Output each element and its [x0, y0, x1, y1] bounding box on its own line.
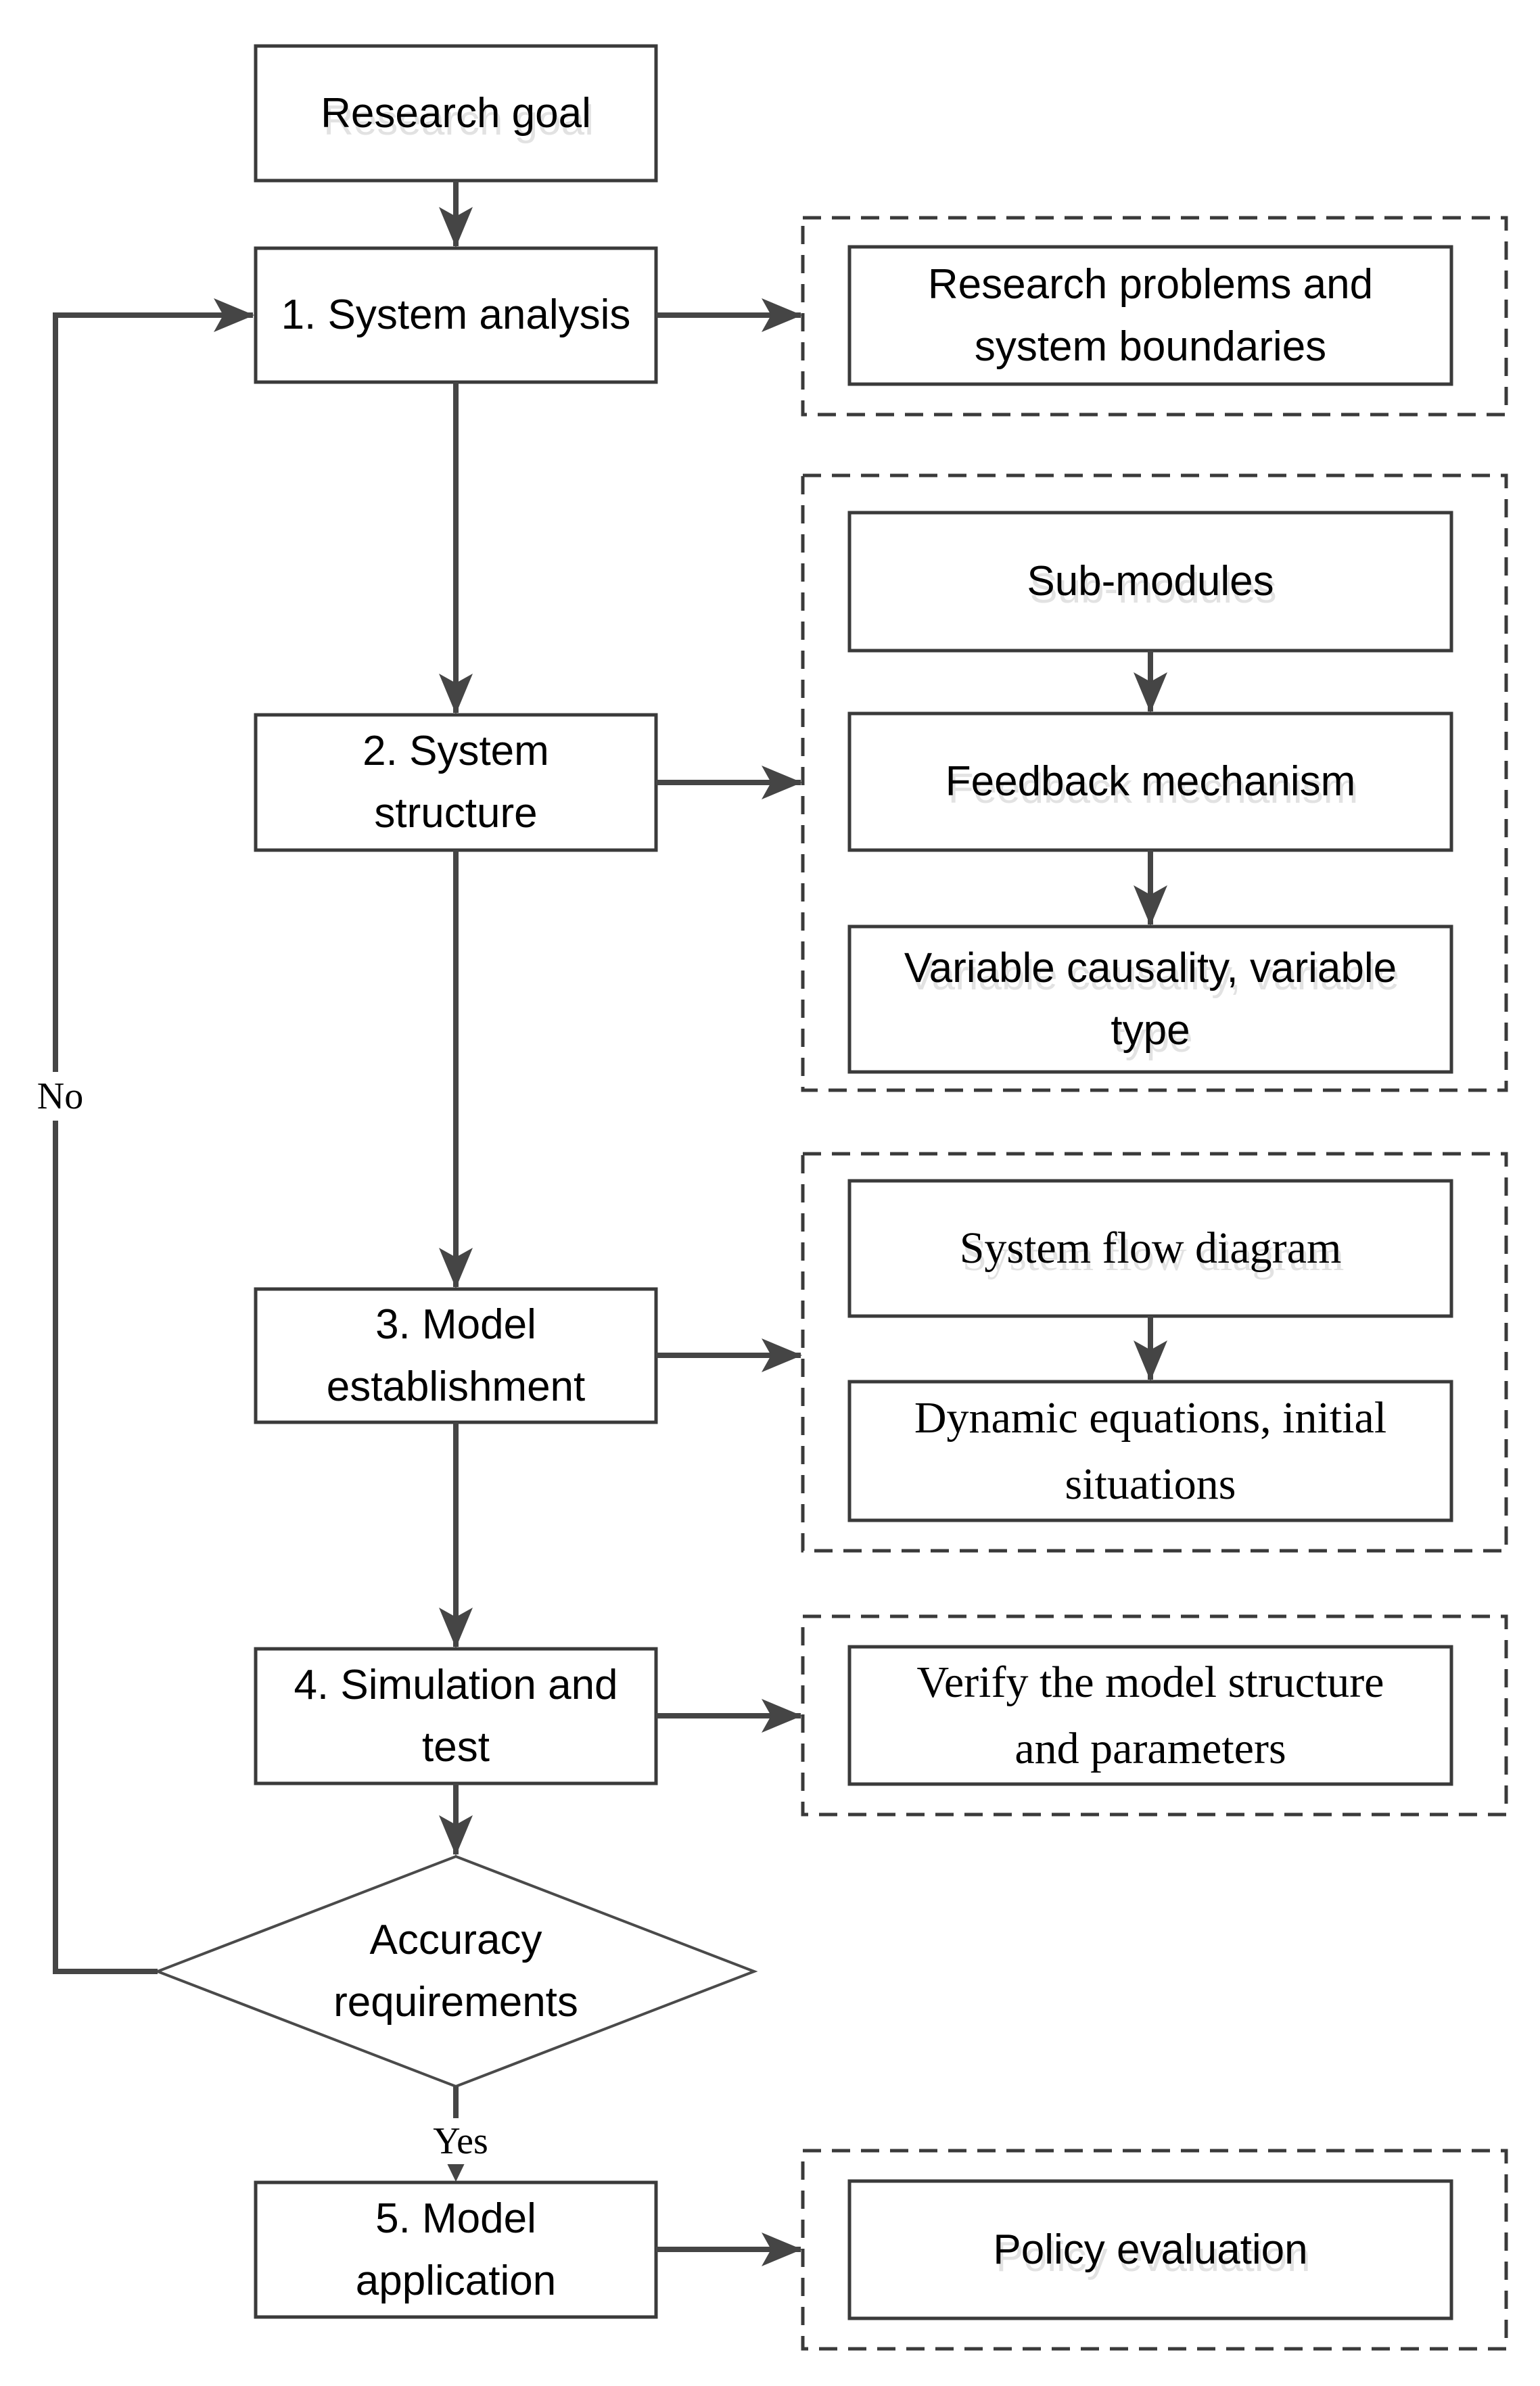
model-application-label: 5. Model application [355, 2195, 557, 2304]
dashed-group-structure [801, 473, 1508, 1092]
verify-model-box [847, 1645, 1453, 1786]
dynamic-equations-box [847, 1380, 1453, 1522]
sub-modules-box [847, 511, 1453, 653]
dashed-group-analysis [801, 216, 1508, 417]
system-structure-label: 2. System structure [363, 728, 549, 837]
research-problems-box [847, 245, 1453, 386]
system-flow-diagram-label: System flow diagram [959, 1223, 1342, 1273]
accuracy-decision-label: Accuracy requirements [333, 1917, 578, 2026]
simulation-test-label: 4. Simulation and test [294, 1661, 618, 1771]
variable-causality-label: Variable causality, variable type [904, 944, 1397, 1054]
no-edge-label: No [26, 1072, 95, 1121]
dashed-group-application [801, 2149, 1508, 2351]
variable-causality-box [847, 925, 1453, 1074]
system-structure-box [254, 713, 658, 852]
research-goal-label: Research goal [321, 89, 591, 137]
policy-evaluation-box [847, 2179, 1453, 2320]
dynamic-equations-label: Dynamic equations, initial situations [914, 1393, 1387, 1509]
dashed-group-establishment [801, 1152, 1508, 1553]
simulation-test-box [254, 1647, 658, 1785]
feedback-mechanism-box [847, 711, 1453, 852]
feedback-mechanism-label: Feedback mechanism [945, 758, 1356, 805]
research-goal-box [254, 44, 658, 183]
model-application-box [254, 2180, 658, 2319]
verify-model-label: Verify the model structure and parameter… [916, 1657, 1384, 1773]
model-establishment-label: 3. Model establishment [326, 1301, 586, 1410]
policy-evaluation-label: Policy evaluation [993, 2226, 1308, 2273]
dashed-group-test [801, 1614, 1508, 1817]
sub-modules-label: Sub-modules [1027, 558, 1274, 605]
no-branch-loop-line [53, 298, 254, 1974]
research-problems-label: Research problems and system boundaries [927, 260, 1374, 370]
yes-edge-label: Yes [419, 2118, 502, 2164]
system-analysis-label: 1. System analysis [281, 291, 631, 339]
system-flow-diagram-box [847, 1179, 1453, 1318]
